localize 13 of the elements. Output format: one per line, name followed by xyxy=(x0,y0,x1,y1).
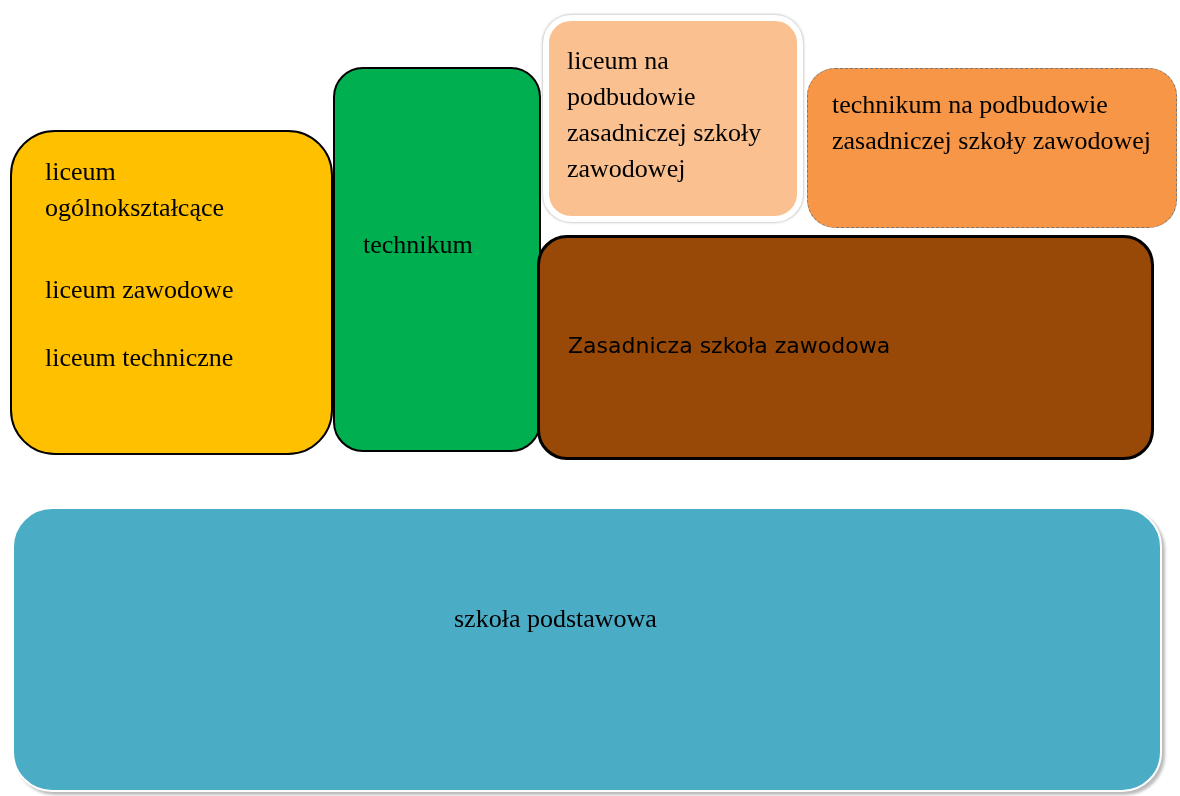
school-type-label: liceum na podbudowie zasadniczej szkoły zawodowej xyxy=(567,45,763,185)
rounded-box xyxy=(807,68,1177,228)
school-type-label: technikum xyxy=(363,229,474,261)
rounded-box xyxy=(10,130,333,455)
rounded-box xyxy=(12,507,1162,792)
school-type-label: liceum ogólnokształcące xyxy=(45,156,226,224)
school-type-label: liceum zawodowe xyxy=(45,274,235,306)
school-type-label: liceum techniczne xyxy=(45,342,235,374)
rounded-box xyxy=(333,67,541,452)
school-type-label: technikum na podbudowie zasadniczej szkoły zawodowej xyxy=(832,89,1152,157)
school-type-label: Zasadnicza szkoła zawodowa xyxy=(568,332,892,360)
school-type-label: szkoła podstawowa xyxy=(454,603,658,635)
rounded-box xyxy=(537,235,1154,460)
